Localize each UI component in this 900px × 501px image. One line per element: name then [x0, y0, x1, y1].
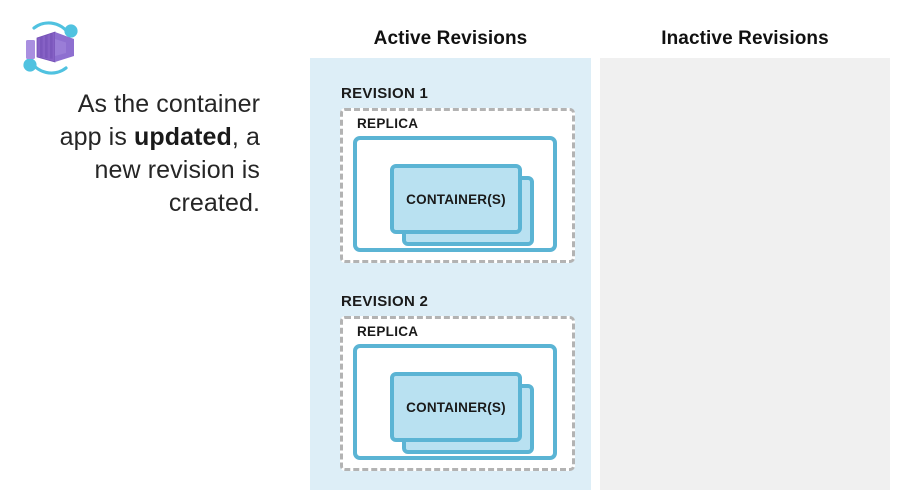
caption-line-4: created. — [168, 189, 260, 217]
active-revisions-heading: Active Revisions — [373, 28, 528, 49]
caption-line-2-post: , a — [231, 123, 260, 151]
caption-line-2-pre: app is — [59, 123, 134, 151]
revision-group-2: REVISION 2 REPLICA CONTAINER(S) — [340, 293, 575, 473]
revision-group-1: REVISION 1 REPLICA CONTAINER(S) — [340, 85, 575, 265]
caption-line-2-emphasis: updated — [133, 123, 232, 151]
revision-1-container-card-front: CONTAINER(S) — [390, 164, 522, 234]
revision-2-replica-box: REPLICA CONTAINER(S) — [340, 316, 575, 471]
revision-1-label: REVISION 1 — [341, 85, 429, 102]
revision-2-label: REVISION 2 — [341, 293, 429, 310]
revision-2-replica-label: REPLICA — [357, 324, 419, 339]
inactive-revisions-panel — [600, 58, 890, 490]
caption-text: As the container app is updated, a new r… — [18, 88, 260, 220]
revision-1-replica-frame: CONTAINER(S) — [353, 136, 557, 252]
revision-2-container-card-front: CONTAINER(S) — [390, 372, 522, 442]
revision-2-replica-frame: CONTAINER(S) — [353, 344, 557, 460]
caption-line-3: new revision is — [94, 156, 260, 184]
revision-2-container-label: CONTAINER(S) — [406, 399, 506, 415]
revision-1-replica-box: REPLICA CONTAINER(S) — [340, 108, 575, 263]
revision-1-container-label: CONTAINER(S) — [406, 191, 506, 207]
active-revisions-panel: REVISION 1 REPLICA CONTAINER(S) REVISION… — [310, 58, 591, 490]
caption-line-1: As the container — [77, 90, 260, 118]
revision-1-replica-label: REPLICA — [357, 116, 419, 131]
inactive-revisions-heading: Inactive Revisions — [661, 28, 829, 49]
explanation-column: As the container app is updated, a new r… — [0, 0, 300, 501]
azure-container-apps-icon — [14, 12, 86, 84]
